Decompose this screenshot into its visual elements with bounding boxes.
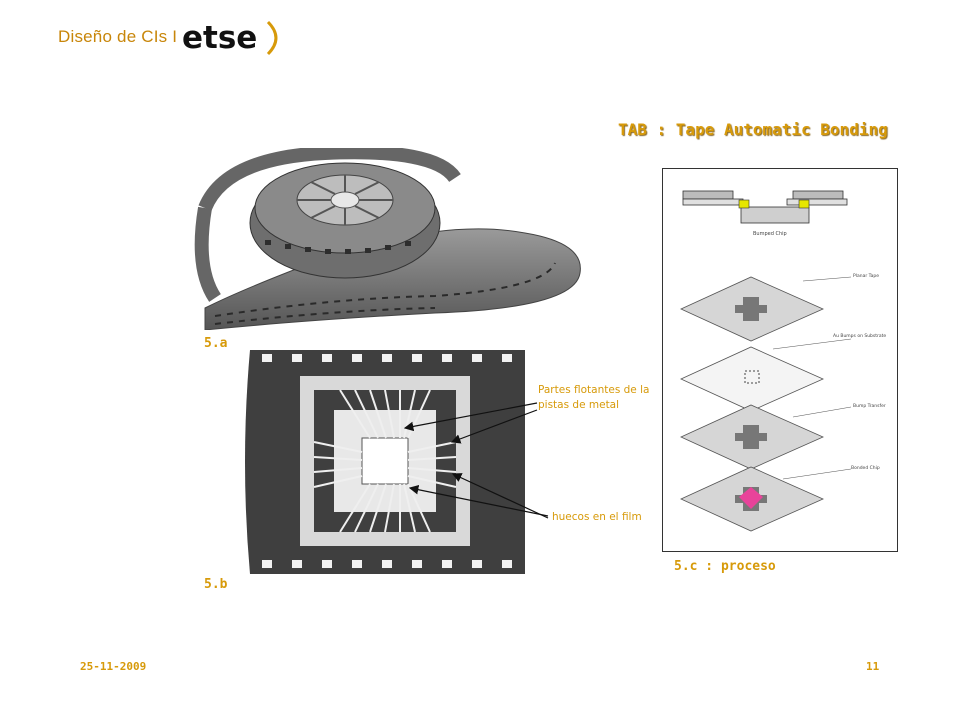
tape-reel-figure (194, 148, 581, 330)
caption-bumped-chip: Bumped Chip (753, 231, 787, 237)
footer-date: 25-11-2009 (80, 660, 147, 673)
callout-bump-transfer: Bump Transfer (853, 403, 886, 409)
etse-logo: etse (182, 20, 278, 56)
callout-au-bumps: Au Bumps on Substrate (833, 333, 886, 339)
film-holes-note: huecos en el film (552, 511, 642, 523)
figure-5a-label: 5.a (204, 336, 228, 351)
header-title: Diseño de CIs I (58, 27, 178, 46)
figure-5c-label: 5.c : proceso (674, 559, 776, 574)
callout-bonded-chip: Bonded Chip (851, 465, 880, 471)
process-diagram: Bumped Chip Planar Tape Au Bumps on Subs… (680, 190, 886, 532)
tab-process-figure: Bumped Chip Planar Tape Au Bumps on Subs… (662, 168, 898, 552)
callout-planar-tape: Planar Tape (853, 273, 879, 279)
logo-arc-icon (266, 20, 278, 56)
floating-parts-note: Partes flotantes de la pistas de metal (538, 384, 650, 411)
logo-text: etse (182, 20, 257, 56)
tape-frame-figure (245, 350, 525, 574)
footer-page-number: 11 (866, 660, 880, 673)
figure-5b-label: 5.b (204, 577, 228, 592)
slide-title: TAB : Tape Automatic Bonding (618, 120, 888, 139)
